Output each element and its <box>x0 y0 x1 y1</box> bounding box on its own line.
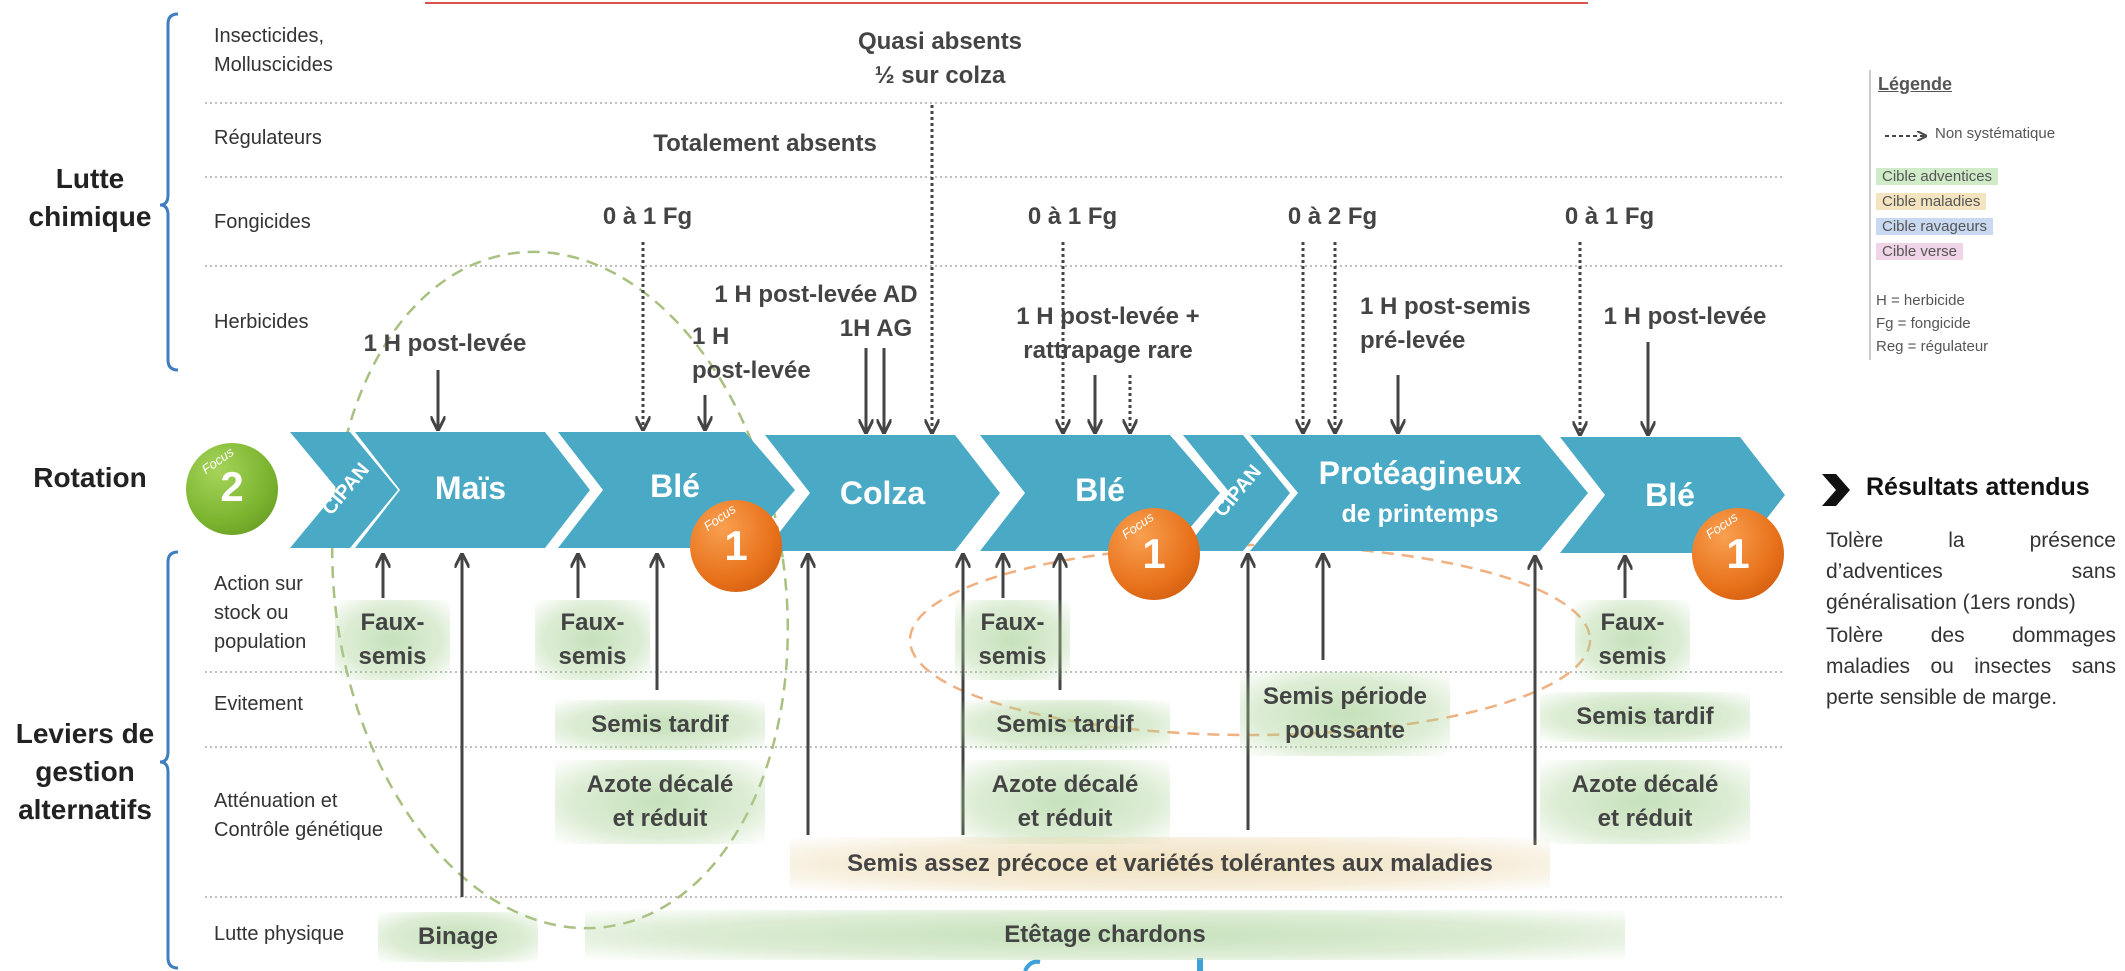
crop-ble-3: Blé <box>1645 477 1695 513</box>
legend-title: Légende <box>1878 74 1953 94</box>
text-h-ble3: 1 H post-levée <box>1603 303 1767 330</box>
results-p2: Tolère des dommages maladies ou insectes… <box>1826 624 2116 709</box>
section-alternative: Leviers de gestion alternatifs <box>15 718 155 825</box>
row-regulateurs: Régulateurs <box>214 127 322 149</box>
legend-abbr-reg: Reg = régulateur <box>1876 338 1989 355</box>
text-fg-ble3: 0 à 1 Fg <box>1564 203 1655 230</box>
azote-ble2: Azote décalé et réduit <box>960 760 1170 844</box>
row-herbicides: Herbicides <box>214 311 309 333</box>
legend-abbr-fg: Fg = fongicide <box>1876 315 1971 332</box>
chevron-colza <box>765 435 1000 551</box>
faux-semis-ble3: Faux- semis <box>1575 600 1690 680</box>
results-title: Résultats attendus <box>1866 473 2090 501</box>
solid-down-arrows <box>438 342 1648 433</box>
semis-tardif-ble1: Semis tardif <box>555 700 765 750</box>
row-insecticides: Insecticides, Molluscicides <box>214 25 333 76</box>
focus-number: 1 <box>724 522 748 569</box>
legend-non-systematique: Non systématique <box>1935 125 2056 142</box>
focus-badge-2[interactable]: Focus 2 <box>186 443 278 535</box>
text-h-colza-ag: 1H AG <box>839 315 913 342</box>
bottom-fragment <box>1023 959 1041 971</box>
binage: Binage <box>378 912 538 962</box>
faux-semis-mais: Faux- semis <box>335 600 450 680</box>
legend-cible-adventices: Cible adventices <box>1876 168 1999 185</box>
semis-tardif-ble3: Semis tardif <box>1540 692 1750 742</box>
focus-number: 1 <box>1142 530 1166 577</box>
chem-row-separators <box>205 102 1785 267</box>
semis-tardif-ble2: Semis tardif <box>960 700 1170 750</box>
semis-periode-poussante: Semis période poussante <box>1240 672 1450 756</box>
row-action: Action sur stock ou population <box>214 573 307 653</box>
section-rotation: Rotation <box>33 462 147 493</box>
focus-badge-1a[interactable]: Focus 1 <box>690 500 782 592</box>
faux-semis-ble2: Faux- semis <box>955 600 1070 680</box>
text-h-ble2: 1 H post-levée + rattrapage rare <box>1016 303 1200 364</box>
crop-proteag-sub: de printemps <box>1341 500 1499 528</box>
text-h-colza-ad: 1 H post-levée AD <box>714 281 918 308</box>
azote-ble3: Azote décalé et réduit <box>1540 760 1750 844</box>
faux-semis-ble1: Faux- semis <box>535 600 650 680</box>
crop-proteag: Protéagineux <box>1318 455 1522 491</box>
text-fg-proteag: 0 à 2 Fg <box>1287 203 1378 230</box>
row-evitement: Evitement <box>214 693 303 715</box>
chevron-proteag <box>1250 435 1588 551</box>
text-fg-ble2: 0 à 1 Fg <box>1027 203 1118 230</box>
results-p1: Tolère la présence d’adventices sans gén… <box>1826 529 2116 614</box>
row-fongicides: Fongicides <box>214 211 311 233</box>
focus-number: 2 <box>220 463 244 510</box>
chem-bracket <box>159 12 179 372</box>
text-totalement-absents: Totalement absents <box>653 130 877 157</box>
text-quasi-absents: Quasi absents ½ sur colza <box>857 28 1023 89</box>
focus-number: 1 <box>1726 530 1750 577</box>
alt-bracket <box>159 550 179 970</box>
crop-ble-1: Blé <box>650 468 700 504</box>
chevron-mais <box>355 432 590 548</box>
text-h-ble1: 1 H post-levée <box>692 323 811 384</box>
row-attenuation: Atténuation et Contrôle génétique <box>214 790 384 841</box>
row-physique: Lutte physique <box>214 923 345 945</box>
crop-ble-2: Blé <box>1075 472 1125 508</box>
dotted-down-arrows <box>643 105 1580 433</box>
azote-ble1: Azote décalé et réduit <box>555 760 765 844</box>
legend-cible-ravageurs: Cible ravageurs <box>1876 218 1994 235</box>
legend-cible-maladies: Cible maladies <box>1876 193 1987 210</box>
results-chevron-icon <box>1822 474 1850 506</box>
focus-badge-1c[interactable]: Focus 1 <box>1692 508 1784 600</box>
semis-precoce: Semis assez précoce et variétés tolérant… <box>790 837 1550 891</box>
text-h-mais: 1 H post-levée <box>363 330 527 357</box>
section-chemical: Lutte chimique <box>28 163 152 232</box>
text-h-proteag: 1 H post-semis pré-levée <box>1360 293 1531 354</box>
crop-mais: Maïs <box>434 470 507 506</box>
legend-abbr-h: H = herbicide <box>1876 292 1965 309</box>
focus-badge-1b[interactable]: Focus 1 <box>1108 508 1200 600</box>
etetage-chardons: Etêtage chardons <box>585 910 1625 960</box>
legend-cible-verse: Cible verse <box>1876 243 1964 260</box>
chevron-cipan-2 <box>1183 435 1290 551</box>
text-fg-ble1: 0 à 1 Fg <box>602 203 693 230</box>
chevron-cipan-1 <box>290 432 398 548</box>
crop-colza: Colza <box>839 475 926 511</box>
